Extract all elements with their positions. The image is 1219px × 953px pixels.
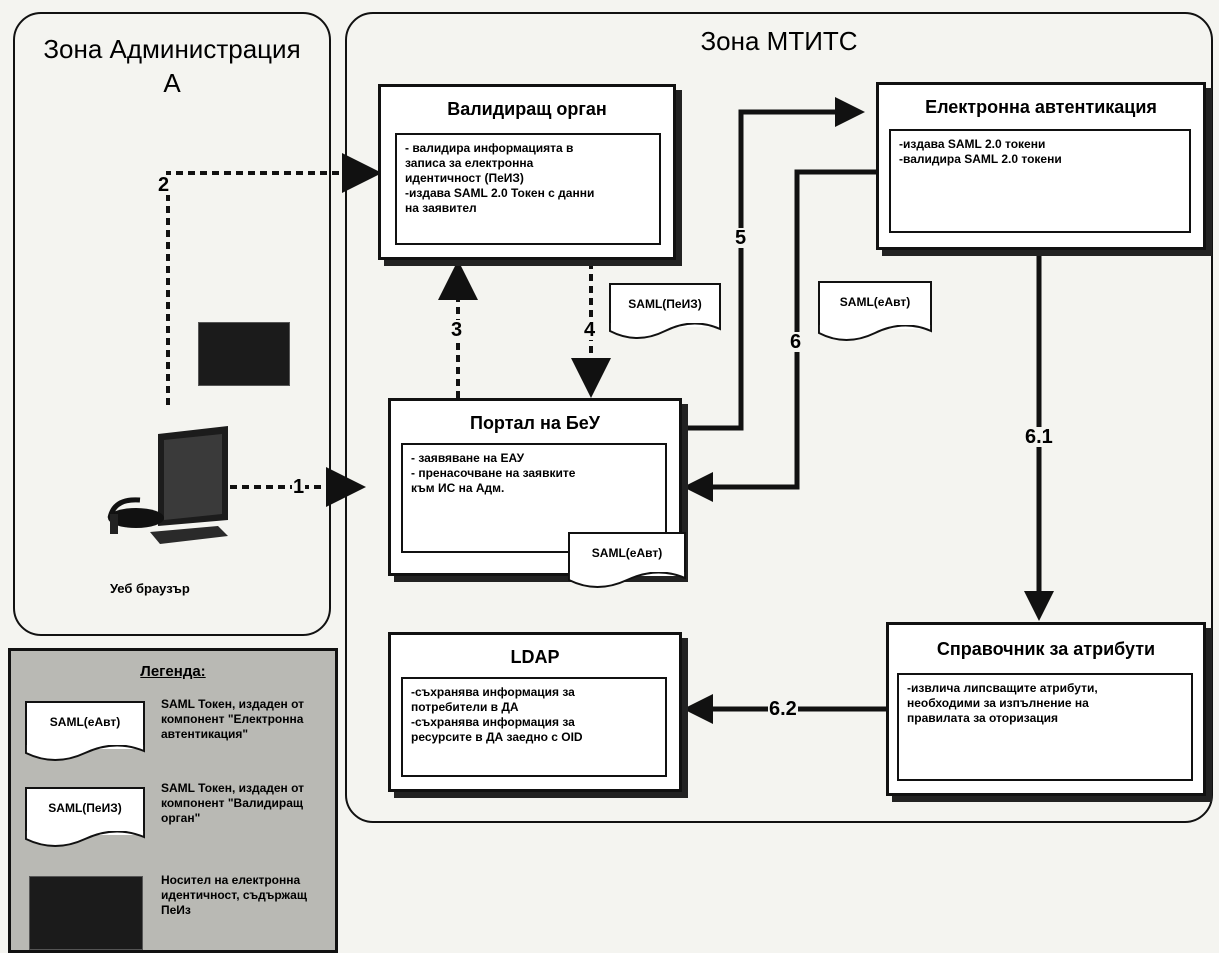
- legend-saml-peiz-document: SAML(ПеИЗ): [25, 787, 145, 847]
- electronic-auth-box: Електронна автентикация -издава SAML 2.0…: [876, 82, 1206, 250]
- arrow-label-5: 5: [734, 227, 748, 249]
- legend-saml-eavt-document: SAML(еАвт): [25, 701, 145, 761]
- ldap-box: LDAP -съхранява информация за потребител…: [388, 632, 682, 792]
- electronic-auth-description: -издава SAML 2.0 токени -валидира SAML 2…: [889, 129, 1191, 233]
- computer-icon: [107, 426, 228, 544]
- web-browser-label: Уеб браузър: [110, 581, 190, 596]
- saml-eavt-portal-document: SAML(еАвт): [568, 532, 686, 588]
- validator-box: Валидиращ орган - валидира информацията …: [378, 84, 676, 260]
- saml-peiz-label: SAML(ПеИЗ): [628, 297, 702, 311]
- legend-saml-eavt-label: SAML(еАвт): [49, 715, 121, 729]
- legend-saml-eavt-description: SAML Токен, издаден от компонент "Електр…: [161, 697, 305, 741]
- arrow-label-6: 6: [789, 331, 803, 353]
- attributes-title: Справочник за атрибути: [936, 639, 1156, 659]
- saml-eavt-document: SAML(еАвт): [818, 281, 932, 341]
- ldap-description: -съхранява информация за потребители в Д…: [401, 677, 667, 777]
- attributes-description: -извлича липсващите атрибути, необходими…: [897, 673, 1193, 781]
- arrow-label-4: 4: [583, 319, 597, 341]
- legend-identity-card-image: [29, 876, 143, 950]
- legend-title: Легенда:: [140, 663, 206, 680]
- attributes-box: Справочник за атрибути -извлича липсващи…: [886, 622, 1206, 796]
- electronic-auth-title: Електронна автентикация: [925, 97, 1157, 117]
- identity-card-image: [198, 322, 290, 386]
- saml-eavt-portal-label: SAML(еАвт): [591, 546, 663, 560]
- zone-mtits-title: Зона МТИТС: [700, 26, 858, 56]
- legend-saml-peiz-description: SAML Токен, издаден от компонент "Валиди…: [161, 781, 305, 825]
- arrow-6: [683, 169, 876, 502]
- arrow-label-6-2: 6.2: [768, 698, 798, 720]
- arrow-label-3: 3: [450, 319, 464, 341]
- saml-peiz-document: SAML(ПеИЗ): [609, 283, 721, 339]
- arrow-2: [166, 153, 382, 405]
- legend-saml-peiz-label: SAML(ПеИЗ): [48, 801, 122, 815]
- portal-title: Портал на БеУ: [470, 413, 600, 433]
- validator-title: Валидиращ орган: [447, 99, 607, 119]
- arrow-label-6-1: 6.1: [1024, 426, 1054, 448]
- zone-administration: Зона Администрация А: [13, 12, 331, 636]
- legend-identity-card-description: Носител на електронна идентичност, съдър…: [161, 873, 307, 917]
- arrow-label-2: 2: [157, 174, 171, 196]
- zone-mtits: Зона МТИТС: [345, 12, 1213, 823]
- validator-description: - валидира информацията в записа за елек…: [395, 133, 661, 245]
- arrow-5: [682, 97, 865, 431]
- saml-eavt-label: SAML(еАвт): [839, 295, 911, 309]
- ldap-title: LDAP: [510, 647, 560, 667]
- arrow-label-1: 1: [292, 476, 306, 498]
- legend-panel: Легенда: SAML(еАвт) SAML Токен, издаден …: [8, 648, 338, 953]
- zone-administration-title: Зона Администрация А: [43, 34, 301, 98]
